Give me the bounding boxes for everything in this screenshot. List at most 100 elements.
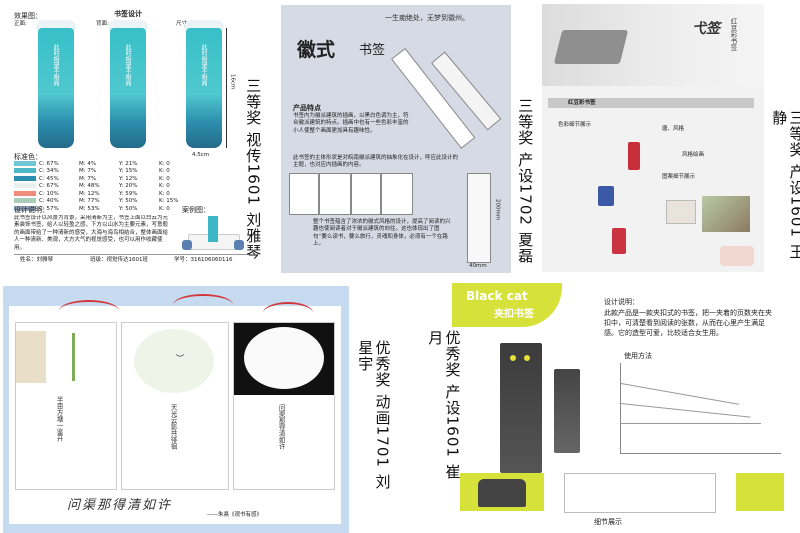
color-value-c: C: 10% [39, 190, 59, 197]
case-label: 案例图： [182, 206, 210, 214]
color-value-c: C: 57% [39, 205, 59, 212]
caption-third-prize-xia: 三等奖 产设1702 夏磊 [516, 98, 535, 264]
color-swatch-row: C: 67%M: 48%Y: 20%K: 0 [14, 183, 214, 190]
bookmark-card-1 [15, 322, 117, 490]
effect-label: 效果图： [14, 12, 42, 20]
color-value-m: M: 12% [79, 190, 100, 197]
color-value-y: Y: 12% [119, 175, 138, 182]
color-value-c: C: 45% [39, 175, 59, 182]
color-value-k: K: 0 [159, 190, 170, 197]
card2-poem: 天光云影共徘徊 [169, 404, 178, 450]
body-text: 此书签的主体形状是对皖南徽派建筑的抽象化在设计，呼应此设计的主题，也对应内插画的… [293, 155, 459, 169]
design-description: 此书签设计以风景为背景，采用清新为主，书签上面以白云为元素装饰书签，给人以轻盈之… [14, 215, 169, 251]
color-swatch [14, 205, 36, 211]
cat-eye-left [510, 355, 516, 361]
panel-black-cat-bookmark: Black cat 夹扣书签 设计说明： 此款产品是一款夹扣式的书签，把一夹着的… [452, 283, 792, 533]
panel-animation-bookmarks: 半亩方塘一鉴开 ︶ 天光云影共徘徊 问渠那得清如许 问渠那得清如许 ——朱熹《观… [3, 286, 349, 533]
red-string-1 [59, 300, 119, 322]
caption-third-prize-wang: 三等奖 产设1601 王静 [770, 110, 800, 260]
black-cat-title: Black cat [466, 289, 528, 303]
color-value-m: M: 7% [79, 175, 97, 182]
card3-illustration [234, 323, 334, 395]
color-value-k: K: 15% [159, 198, 179, 205]
body-text-2: 整个书签蕴含了浓浓的徽式风格的设计，提高了阅读的兴趣也使阅读者对于徽派建筑的向往… [313, 219, 451, 248]
hand-photo [720, 246, 754, 266]
color-value-y: Y: 20% [119, 183, 138, 190]
card3-poem: 问渠那得清如许 [277, 404, 286, 450]
caption-excellence-liu: 优秀奖 动画1701 刘星宇 [356, 340, 392, 490]
color-value-k: K: 0 [159, 161, 170, 167]
cloud-top-1 [36, 20, 76, 30]
color-swatch-row: C: 67% M: 4% Y: 21% K: 0 [14, 161, 214, 168]
bookmark-preview-size [186, 28, 222, 148]
std-color-label: 标准色： [14, 153, 42, 161]
swallow-icon: ︶ [176, 354, 184, 363]
pattern-sample [666, 200, 696, 224]
pattern-photo [702, 196, 750, 232]
color-value-k: K: 0 [159, 175, 170, 182]
color-value-y: Y: 50% [119, 205, 138, 212]
panel-title: 书签设计 [114, 10, 142, 18]
detail-box-3 [736, 473, 784, 511]
color-value-c: C: 67% [39, 161, 59, 167]
card2-illustration [134, 329, 214, 393]
caption-excellence-cui: 优秀奖 产设1601 崔月 [426, 330, 462, 480]
color-value-k: K: 0 [159, 183, 170, 190]
bamboo-icon [72, 333, 75, 381]
color-value-m: M: 4% [79, 161, 97, 167]
case-image [182, 216, 244, 252]
front-label: 正面: [14, 21, 27, 27]
illustration-tile-1 [289, 173, 319, 215]
footer-rule [14, 254, 250, 255]
title-sub: 书签 [359, 43, 386, 58]
header-text: 红豆彩书签 [568, 100, 596, 106]
dimension-bookmark [467, 173, 491, 263]
red-bookmark-2 [612, 228, 626, 254]
width-dimension: 4.5cm [192, 152, 210, 158]
back-label: 背面: [96, 21, 109, 27]
bookmark-preview-back [110, 28, 146, 148]
cat-eye-right [524, 355, 530, 361]
bookmark-card-3 [233, 322, 335, 490]
color-value-k: K: 0 [159, 168, 170, 175]
illustration-tile-2 [319, 173, 351, 215]
color-swatch [14, 161, 36, 166]
footer-name: 姓名：刘雅琴 [20, 257, 54, 263]
size-label: 尺寸: [176, 21, 189, 27]
brand-script: 红豆彩书签 [729, 18, 737, 51]
height-dimension: 16cm [229, 74, 236, 90]
illustration-tile-4 [381, 173, 413, 215]
cat-bookmark-small [554, 369, 580, 453]
title-main: 徽式 [297, 39, 336, 61]
cloud-top-3 [184, 20, 224, 30]
yellow-green-accent [452, 283, 562, 327]
label-b: 风格绘画 [682, 152, 705, 158]
brand-big: 弋签 [692, 21, 720, 37]
usage-sketch [620, 363, 781, 454]
color-swatch-row: C: 10% M: 12% Y: 59% K: 0 [14, 190, 214, 198]
bookmark-text-front: 此时相望不相闻 [52, 44, 59, 86]
card1-poem: 半亩方塘一鉴开 [55, 396, 64, 442]
design-label-cat: 设计说明： [604, 298, 639, 306]
cn-title: 夹扣书签 [494, 309, 534, 320]
section-color: 色彩细节展示 [558, 122, 592, 128]
caption-third-prize-liu: 三等奖 视传1601 刘雅琴 [244, 78, 263, 260]
open-book-shape [553, 30, 629, 64]
color-value-y: Y: 59% [119, 190, 138, 197]
color-swatch-row: C: 34%M: 7%Y: 15%K: 0 [14, 168, 214, 175]
color-swatch-row: C: 45% M: 7% Y: 12% K: 0 [14, 175, 214, 183]
cloud-top-2 [108, 20, 148, 30]
color-swatch [14, 183, 36, 189]
footer-student-id: 学号：316106060116 [174, 257, 233, 263]
dim-height: 200mm [494, 199, 501, 221]
bookmark-text-size: 此时相望不相闻 [200, 44, 207, 86]
color-swatch [14, 168, 36, 174]
illustration-tile-3 [351, 173, 381, 215]
section-pattern: 图案细节展示 [662, 174, 696, 180]
color-value-y: Y: 21% [119, 161, 138, 167]
panel-red-bean-bookmark: 弋签 红豆彩书签 红豆彩书签 色彩细节展示 图案细节展示 唐、风格 风格绘画 [542, 4, 764, 272]
design-label: 设计说明： [14, 206, 49, 214]
panel-huizhou-bookmark: 一生痴绝处，无梦到徽州。 徽式 书签 产品特点 书签内为徽派建筑的插画，以黑白色… [281, 5, 511, 273]
red-string-2 [173, 294, 233, 316]
blue-bookmark-1 [598, 186, 614, 206]
